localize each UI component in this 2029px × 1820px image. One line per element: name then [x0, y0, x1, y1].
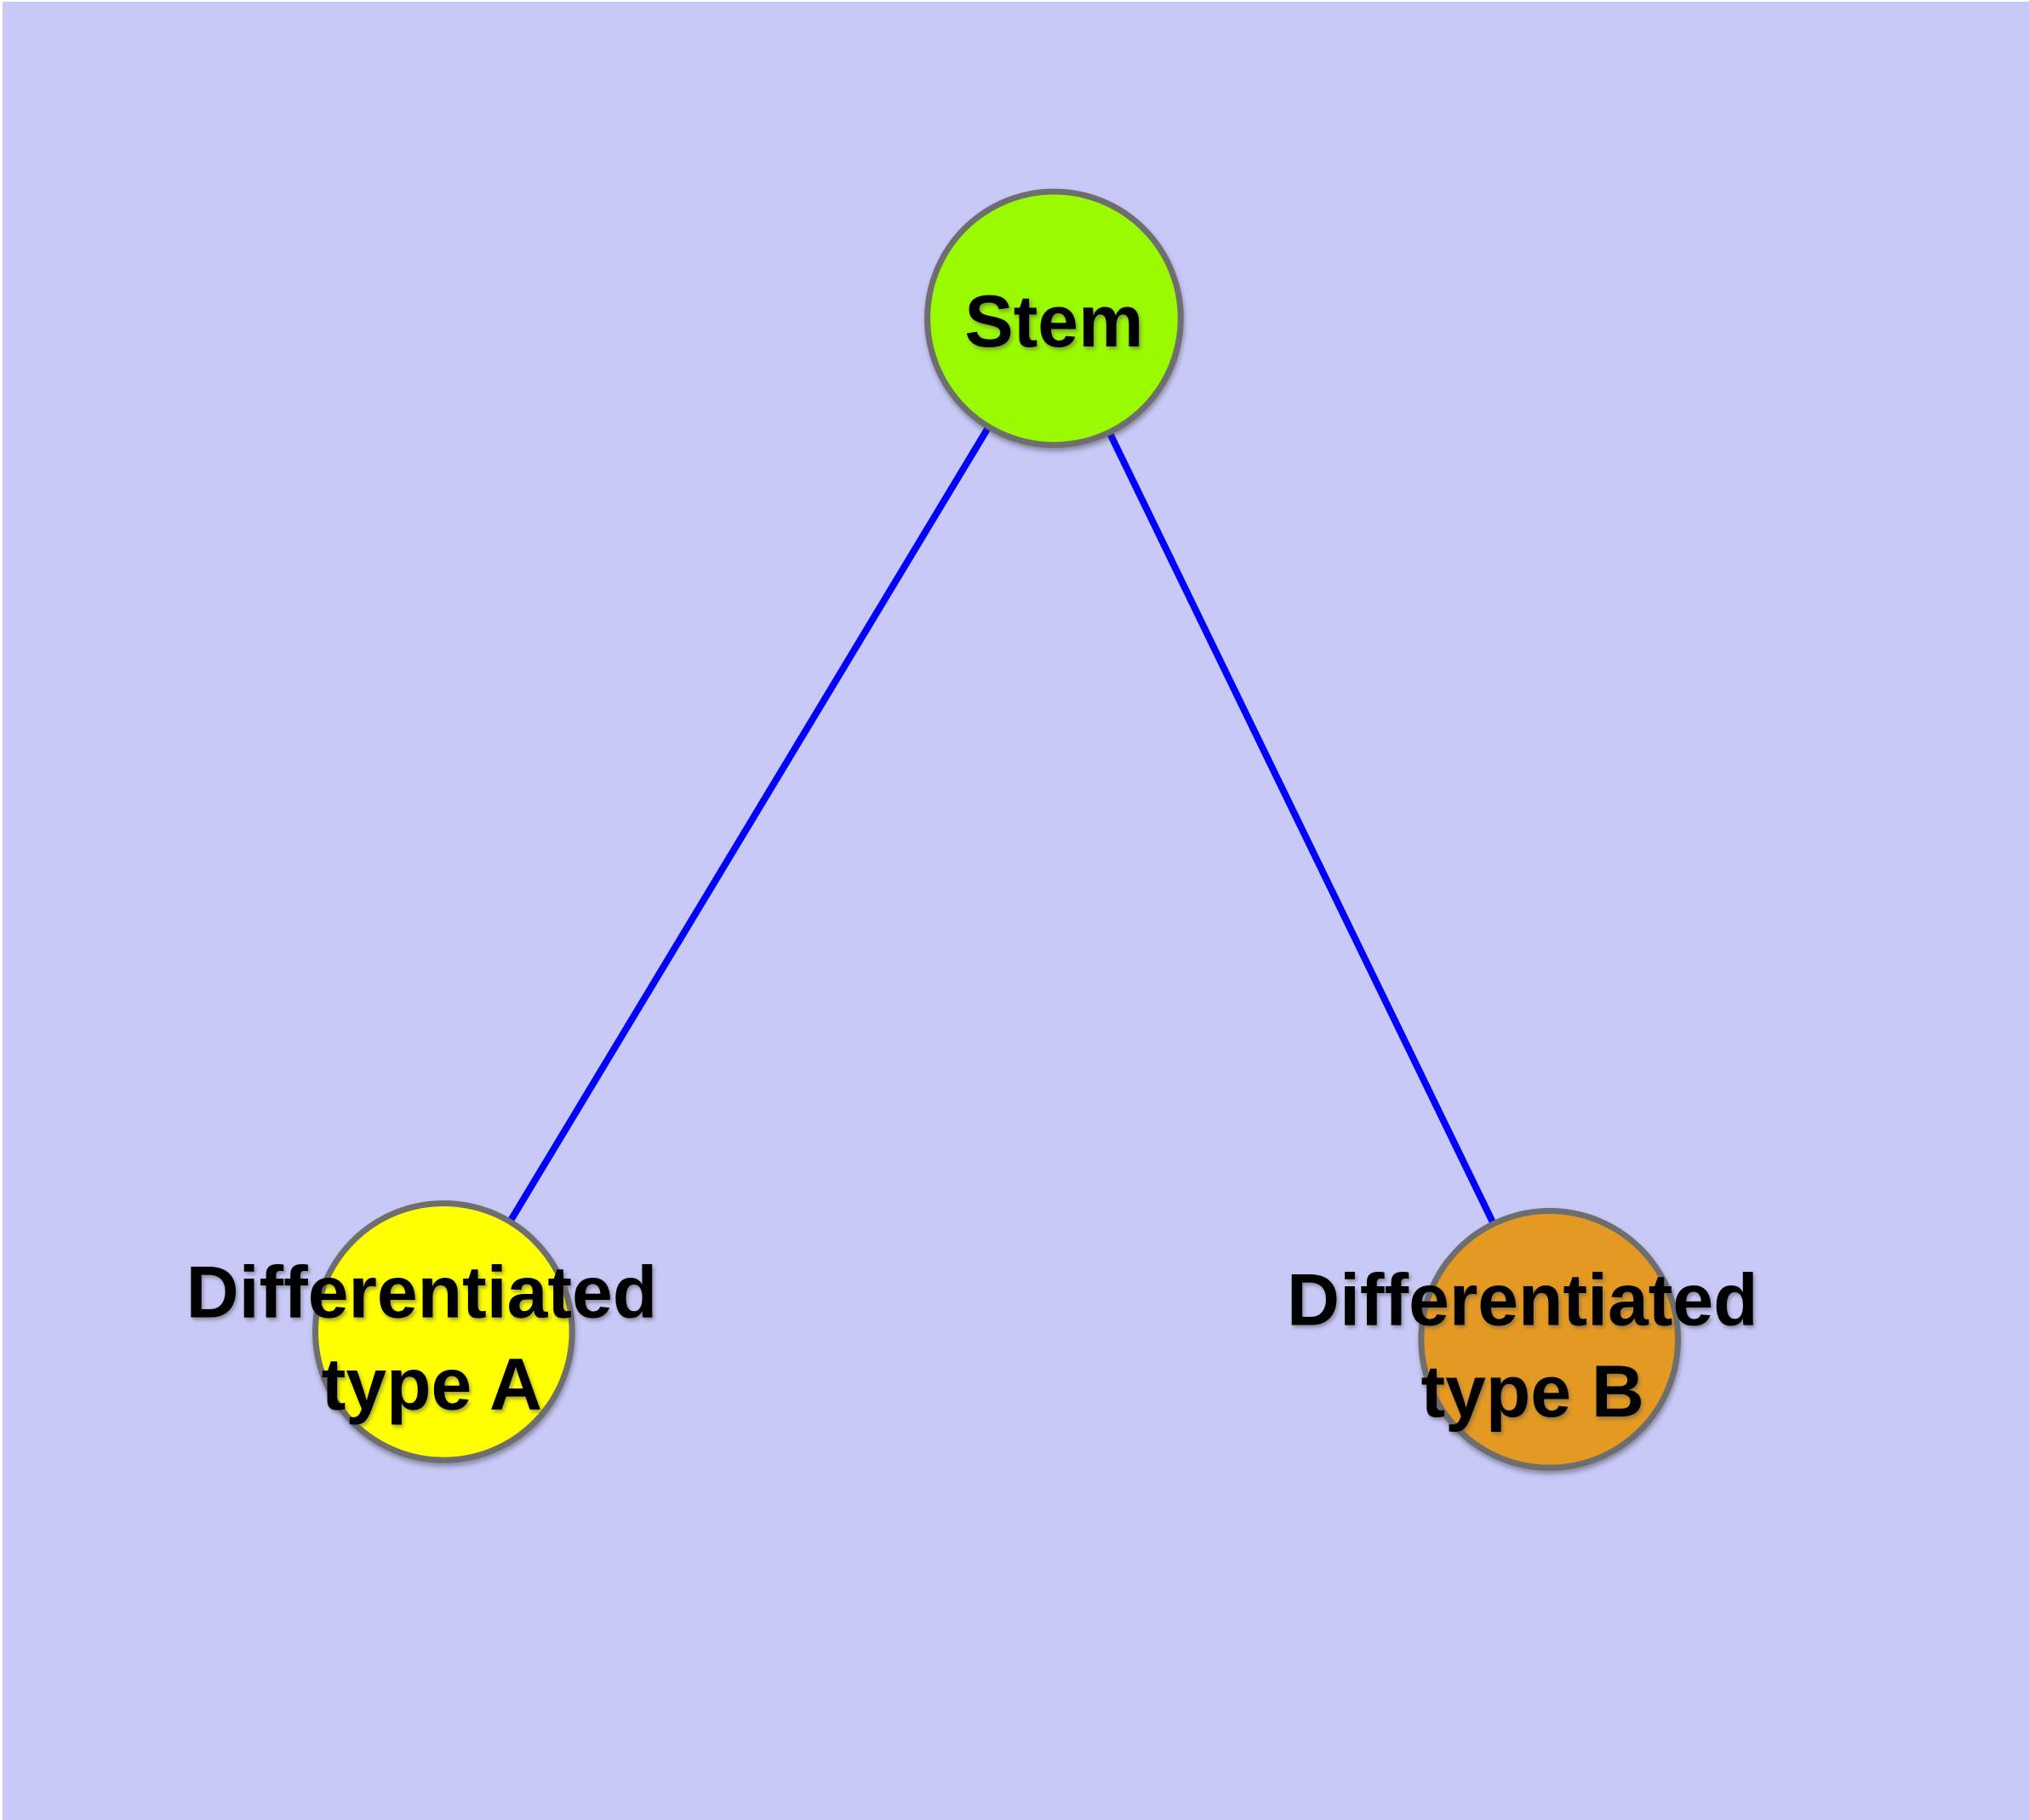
type-b-label-line1: Differentiated	[1287, 1259, 1758, 1341]
stem-differentiation-graph: Stem Differentiated type A Differentiate…	[186, 188, 1778, 1471]
type-a-label-line1: Differentiated	[186, 1251, 657, 1333]
differentiated-type-a-node	[312, 1200, 575, 1463]
type-b-label-line2: type B	[1421, 1351, 1644, 1433]
edge-stem-to-type-a	[440, 316, 1057, 1334]
edge-stem-to-type-b	[1050, 317, 1553, 1342]
type-a-label-line2: type A	[322, 1343, 542, 1425]
stem-node	[924, 188, 1184, 449]
stem-node-label: Stem	[964, 281, 1143, 363]
differentiated-type-a-node-label: Differentiated type A	[186, 1251, 677, 1425]
differentiated-type-b-node-label: Differentiated type B	[1287, 1259, 1778, 1433]
differentiated-type-b-node	[1418, 1208, 1682, 1471]
